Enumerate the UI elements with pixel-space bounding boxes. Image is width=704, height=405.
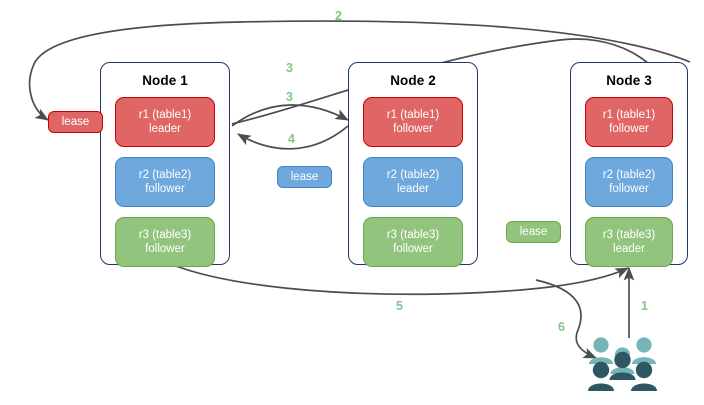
replica-node1-r1-role: leader: [149, 123, 181, 135]
replica-node2-r1[interactable]: r1 (table1) follower: [363, 97, 463, 147]
edge-label-3-lens: 3: [286, 90, 293, 104]
edge-label-3-upper: 3: [286, 61, 293, 75]
edge-label-5: 5: [396, 299, 403, 313]
node-box-node3[interactable]: Node 3 r1 (table1) follower r2 (table2) …: [570, 62, 688, 267]
edge-2-path: [28, 20, 691, 121]
node-title-node3: Node 3: [606, 73, 652, 88]
lease-chip-red[interactable]: lease: [48, 111, 103, 133]
replica-node2-r2-name: r2 (table2): [386, 169, 440, 181]
replica-node3-r2-name: r2 (table2): [602, 169, 656, 181]
replica-node2-r3-role: follower: [393, 243, 433, 255]
replica-node2-r2-role: leader: [397, 183, 429, 195]
replica-node2-r1-name: r1 (table1): [386, 109, 440, 121]
node-box-node1[interactable]: Node 1 r1 (table1) leader r2 (table2) fo…: [100, 62, 230, 267]
replica-node3-r1-name: r1 (table1): [602, 109, 656, 121]
edge-4-path: [237, 125, 349, 150]
edge-5-path: [175, 265, 629, 296]
replica-node1-r1-name: r1 (table1): [138, 109, 192, 121]
replica-node1-r1[interactable]: r1 (table1) leader: [115, 97, 215, 147]
replica-node1-r3-name: r3 (table3): [138, 229, 192, 241]
replica-node1-r3-role: follower: [145, 243, 185, 255]
replica-node3-r3-name: r3 (table3): [602, 229, 656, 241]
edge-label-1: 1: [641, 299, 648, 313]
replica-node3-r2-role: follower: [609, 183, 649, 195]
replica-node1-r2-name: r2 (table2): [138, 169, 192, 181]
lease-chip-green[interactable]: lease: [506, 221, 561, 243]
replica-node2-r1-role: follower: [393, 123, 433, 135]
replica-node2-r3-name: r3 (table3): [386, 229, 440, 241]
edge-label-6: 6: [558, 320, 565, 334]
edge-3-lens-path: [231, 104, 349, 127]
replica-node1-r3[interactable]: r3 (table3) follower: [115, 217, 215, 267]
replica-node3-r1-role: follower: [609, 123, 649, 135]
replica-node1-r2-role: follower: [145, 183, 185, 195]
replica-node2-r2[interactable]: r2 (table2) leader: [363, 157, 463, 207]
edge-6-path: [535, 279, 597, 359]
node-title-node2: Node 2: [390, 73, 436, 88]
replica-node3-r2[interactable]: r2 (table2) follower: [585, 157, 673, 207]
lease-chip-blue[interactable]: lease: [277, 166, 332, 188]
replica-node3-r3-role: leader: [613, 243, 645, 255]
edge-label-2: 2: [335, 9, 342, 23]
node-box-node2[interactable]: Node 2 r1 (table1) follower r2 (table2) …: [348, 62, 478, 267]
replica-node2-r3[interactable]: r3 (table3) follower: [363, 217, 463, 267]
node-title-node1: Node 1: [142, 73, 188, 88]
edge-label-4: 4: [288, 132, 295, 146]
replica-node3-r3[interactable]: r3 (table3) leader: [585, 217, 673, 267]
replica-node1-r2[interactable]: r2 (table2) follower: [115, 157, 215, 207]
edge-3-upper-path: [231, 38, 678, 125]
replica-node3-r1[interactable]: r1 (table1) follower: [585, 97, 673, 147]
users-icon: [586, 336, 672, 394]
